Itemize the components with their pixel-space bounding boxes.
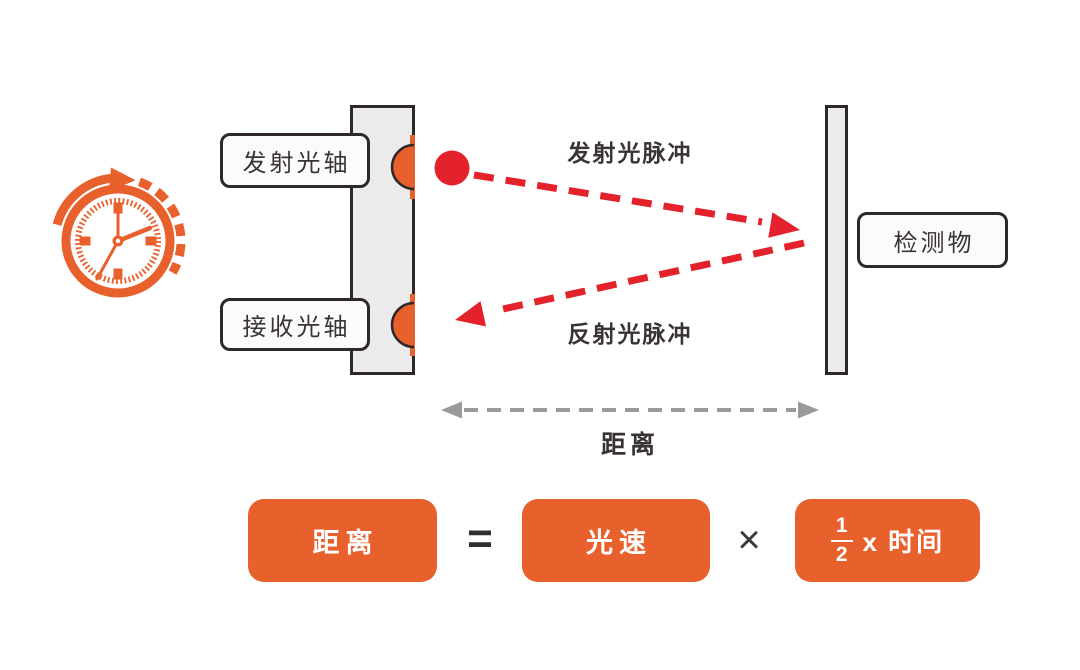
clock-hub bbox=[112, 235, 124, 247]
formula-half-time-box: 1 2 x 时间 bbox=[795, 499, 980, 582]
receiver-axis-label: 接收光轴 bbox=[220, 298, 370, 351]
distance-arrow-right-head bbox=[798, 401, 819, 419]
emitted-pulse-dashes bbox=[473, 171, 763, 226]
target-object-label: 检测物 bbox=[857, 212, 1008, 268]
target-object-text: 检测物 bbox=[893, 229, 975, 257]
fraction-numerator: 1 bbox=[830, 514, 853, 542]
clock-hand-minute bbox=[115, 225, 153, 244]
clock-hub-hole bbox=[115, 238, 121, 244]
reflected-pulse-arrowhead bbox=[455, 301, 487, 327]
light-pulse-dot-icon bbox=[434, 150, 470, 186]
clock-sweep-arrowhead bbox=[109, 167, 136, 192]
stopwatch-timer-icon bbox=[52, 167, 186, 298]
clock-3-marker bbox=[145, 236, 157, 246]
clock-sweep-dashed-arc bbox=[137, 177, 186, 275]
reflected-pulse-label: 反射光脉冲 bbox=[567, 321, 693, 347]
distance-arrow-left-head bbox=[441, 401, 462, 419]
target-panel bbox=[825, 105, 848, 375]
clock-12-marker bbox=[113, 202, 123, 214]
receiver-axis-text: 接收光轴 bbox=[242, 314, 351, 341]
equals-sign: = bbox=[467, 514, 493, 563]
clock-6-marker bbox=[113, 268, 123, 280]
emitted-pulse-arrow bbox=[473, 171, 800, 238]
reflected-pulse-dashes bbox=[493, 239, 805, 315]
formula-light-speed-text: 光速 bbox=[586, 528, 652, 558]
emitter-axis-text: 发射光轴 bbox=[242, 150, 351, 177]
distance-arrow bbox=[441, 401, 819, 419]
clock-9-marker bbox=[79, 236, 91, 246]
emitted-pulse-label: 发射光脉冲 bbox=[567, 140, 693, 166]
reflected-pulse-arrow bbox=[455, 239, 805, 327]
distance-label: 距离 bbox=[600, 431, 660, 459]
time-term-text: x 时间 bbox=[862, 527, 945, 557]
fraction-denominator: 2 bbox=[835, 542, 848, 566]
clock-tick-marks bbox=[75, 198, 161, 284]
emitted-pulse-arrowhead bbox=[768, 212, 800, 238]
formula-distance-text: 距离 bbox=[312, 528, 379, 558]
formula-light-speed-box: 光速 bbox=[522, 499, 710, 582]
clock-sweep-arrow-arc bbox=[52, 173, 114, 227]
one-half-fraction: 1 2 bbox=[830, 514, 853, 566]
multiply-sign: × bbox=[737, 518, 761, 562]
emitter-axis-label: 发射光轴 bbox=[220, 133, 370, 188]
formula-distance-box: 距离 bbox=[248, 499, 437, 582]
clock-ring bbox=[61, 184, 175, 298]
clock-hand-second bbox=[95, 239, 120, 281]
